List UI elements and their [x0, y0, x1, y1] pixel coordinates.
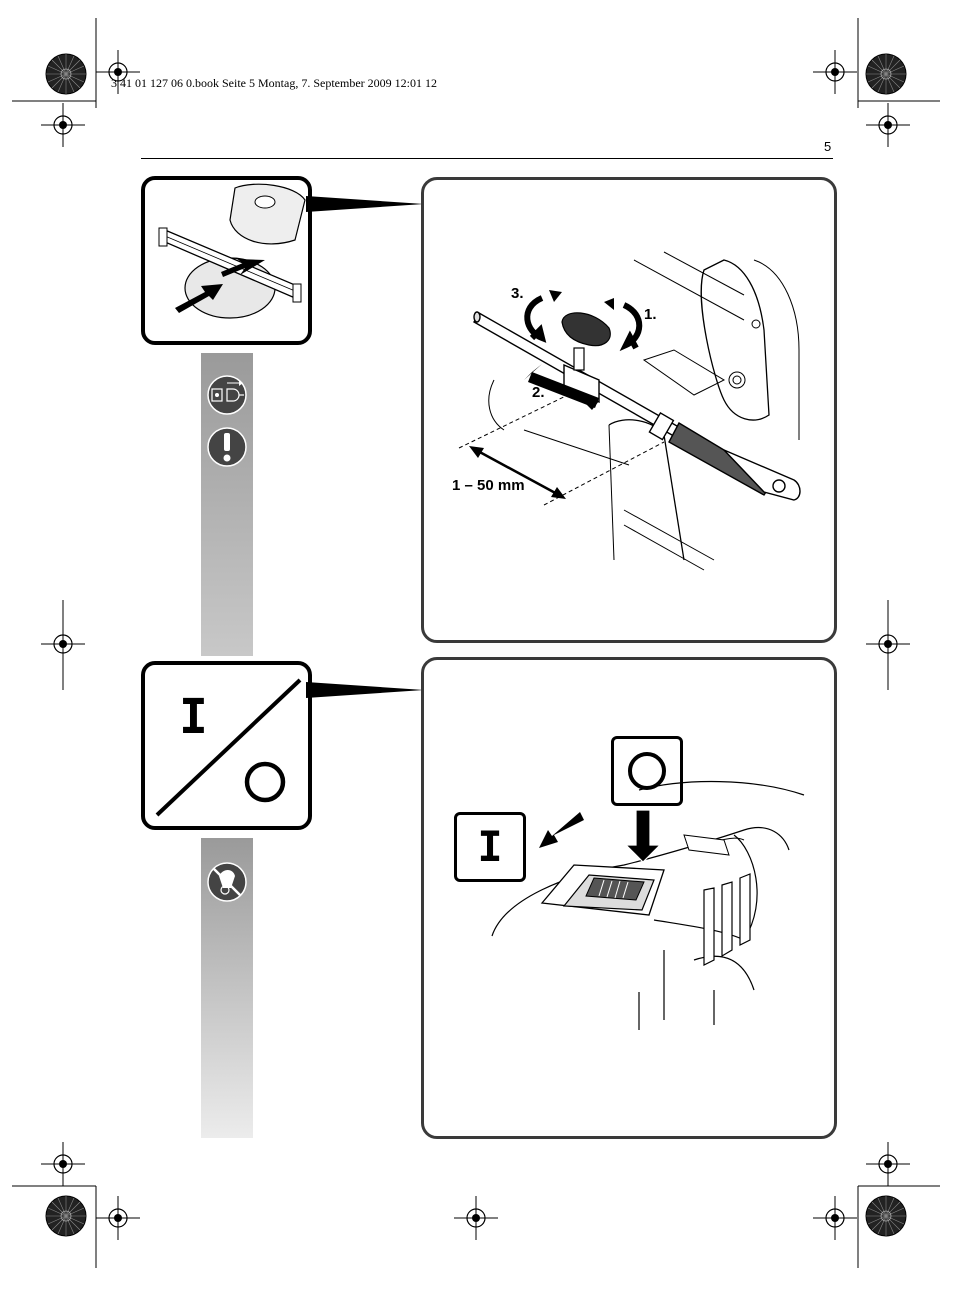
info-strip-bottom [201, 838, 253, 1138]
guide-fence-thumbnail-drawing [158, 183, 306, 319]
step-label-2: 2. [532, 384, 545, 401]
on-symbol: I [477, 822, 503, 871]
off-symbol-box [611, 736, 683, 806]
step-label-3: 3. [511, 285, 524, 302]
guide-fence-panel [421, 177, 837, 643]
thumb-on-symbol: I [179, 689, 208, 745]
thumb-pointer-bottom [306, 682, 424, 698]
strip-top-icons [207, 375, 247, 467]
dimension-label: 1 – 50 mm [452, 477, 525, 494]
info-strip-top [201, 353, 253, 656]
guide-fence-illustration [458, 251, 801, 571]
warning-exclamation-icon [207, 427, 247, 467]
on-off-illustration [491, 780, 805, 1030]
step-label-1: 1. [644, 306, 657, 323]
page-number: 5 [824, 139, 832, 154]
thumb-pointer-top [306, 196, 424, 212]
on-off-thumbnail-drawing [155, 678, 302, 817]
on-off-thumbnail: I [141, 661, 312, 830]
header-rule [141, 158, 833, 159]
on-off-panel: I [421, 657, 837, 1139]
unplug-before-adjusting-icon [207, 375, 247, 415]
on-symbol-box: I [454, 812, 526, 882]
off-symbol [628, 752, 666, 790]
guide-fence-thumbnail [141, 176, 312, 345]
thumb-off-symbol [244, 761, 286, 803]
no-touch-disc-icon [207, 862, 247, 902]
strip-bottom-icons [207, 862, 247, 902]
book-header-line: 3 41 01 127 06 0.book Seite 5 Montag, 7.… [111, 76, 437, 90]
